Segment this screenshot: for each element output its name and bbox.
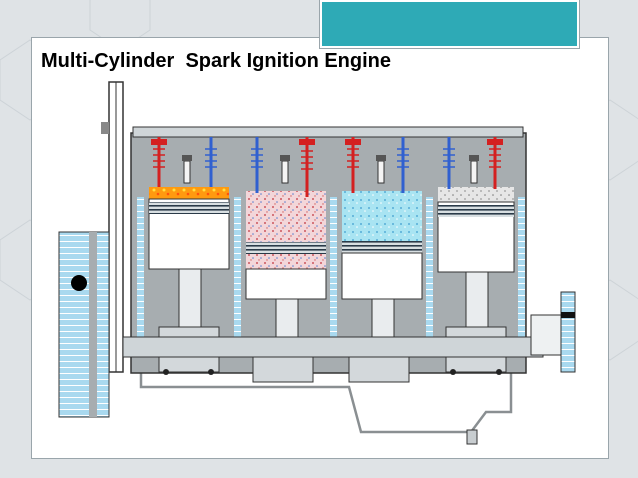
intake-mixture [246, 191, 326, 269]
crankshaft-icon [122, 291, 576, 373]
flywheel-icon [58, 231, 110, 418]
valve-train [151, 137, 503, 197]
accent-box [319, 0, 580, 49]
spark-plug-icon [280, 155, 290, 184]
exhaust-gas [438, 187, 514, 202]
valve-icon [251, 137, 263, 193]
valve-icon [443, 137, 455, 189]
valve-icon [299, 137, 315, 197]
camshaft-bar [132, 126, 524, 138]
slide-title: Multi-Cylinder Spark Ignition Engine [41, 50, 392, 72]
valve-icon [397, 137, 409, 193]
valve-icon [151, 137, 167, 187]
engine-diagram [58, 81, 576, 445]
timing-pulley [101, 81, 124, 373]
valve-icon [205, 137, 217, 187]
valve-icon [345, 137, 361, 193]
spark-plug-icon [469, 155, 479, 184]
oil-return-line [139, 347, 513, 434]
drain-plug [466, 429, 478, 445]
compressed-mixture [342, 191, 422, 241]
spark-plug-icon [376, 155, 386, 184]
combustion-chamber [149, 187, 229, 199]
coolant-passages [137, 197, 525, 337]
valve-icon [487, 137, 503, 189]
spark-plug-icon [182, 155, 192, 184]
